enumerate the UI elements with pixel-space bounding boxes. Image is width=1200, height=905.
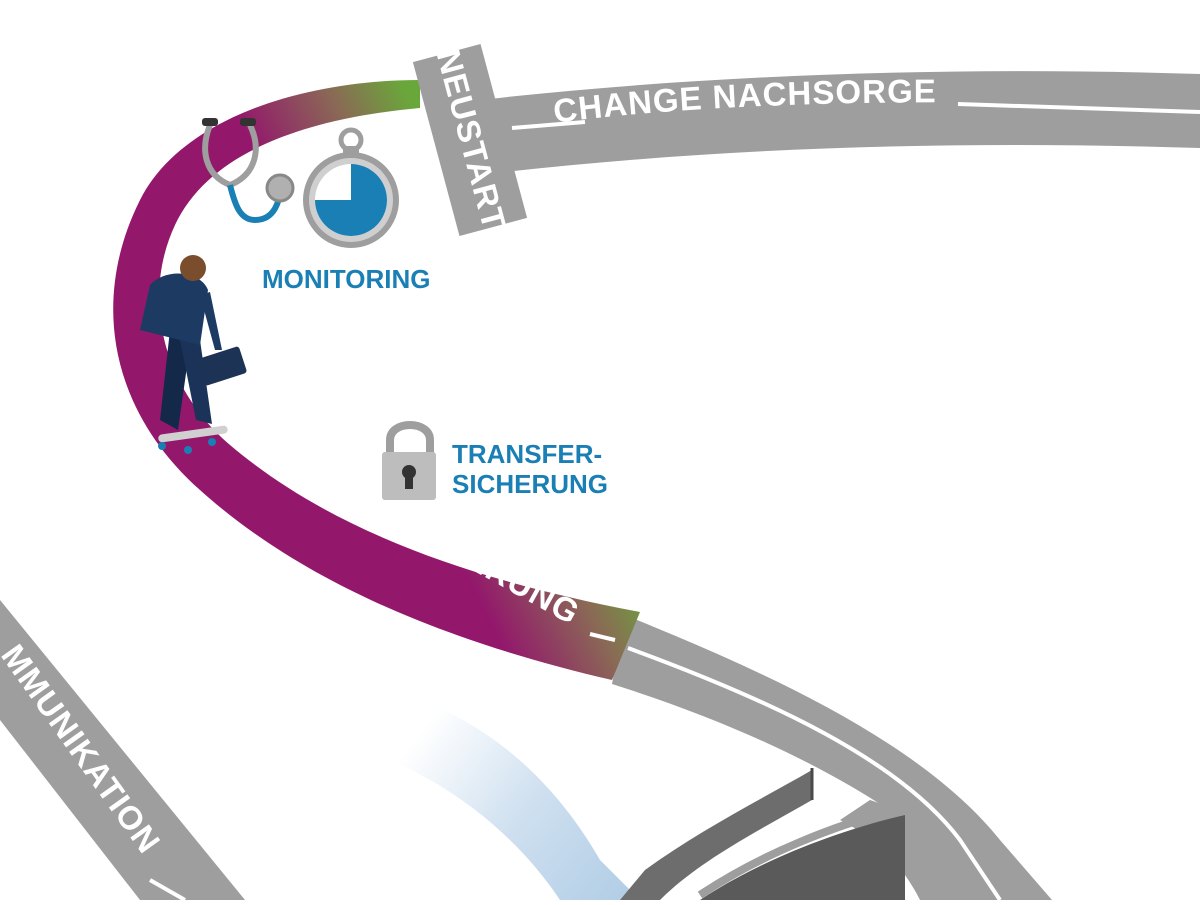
stopwatch-icon — [303, 127, 399, 248]
monitoring-label: MONITORING — [262, 264, 431, 294]
river — [390, 700, 640, 900]
road-kommunikation — [0, 600, 245, 902]
road-change-nachsorge — [480, 71, 1200, 172]
transfer-label-line1: TRANSFER- — [452, 439, 602, 469]
stethoscope-icon — [202, 118, 295, 224]
transfer-label-line2: SICHERUNG — [452, 469, 608, 499]
bridge — [620, 768, 906, 900]
businessman-skateboard-icon — [140, 255, 247, 454]
padlock-icon — [382, 421, 436, 500]
